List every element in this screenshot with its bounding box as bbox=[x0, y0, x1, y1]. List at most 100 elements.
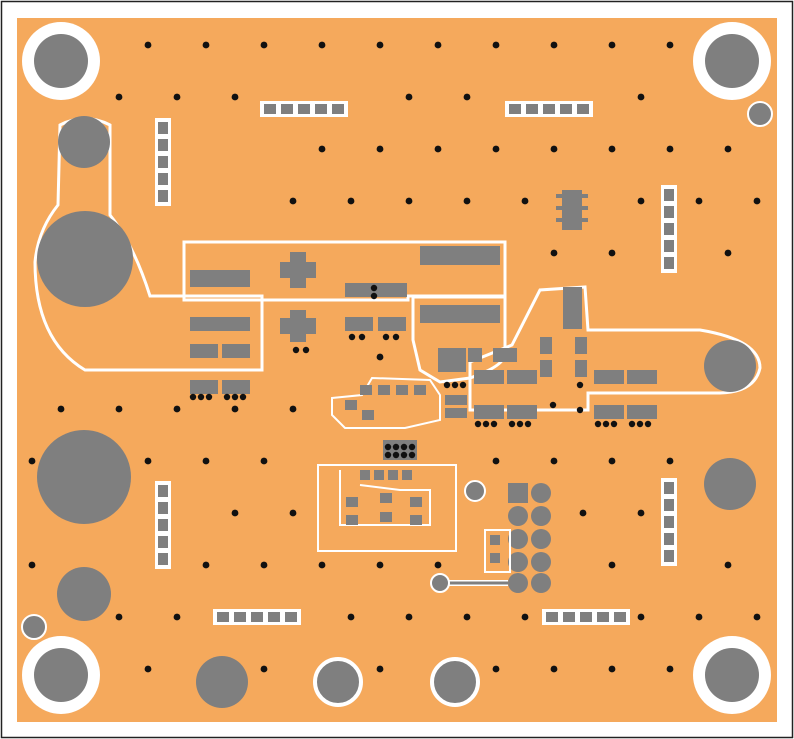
controller-pad-4 bbox=[414, 385, 426, 395]
output-power-island bbox=[468, 285, 762, 419]
header-pin bbox=[531, 506, 551, 526]
small-ic-body bbox=[562, 190, 582, 230]
via bbox=[289, 405, 297, 413]
array-pad bbox=[664, 206, 674, 218]
via bbox=[260, 665, 268, 673]
array-pad bbox=[664, 482, 674, 494]
via bbox=[115, 93, 123, 101]
via bbox=[205, 393, 213, 401]
input-power-island bbox=[33, 116, 264, 372]
array-pad bbox=[560, 104, 572, 114]
output-pad-10 bbox=[474, 405, 504, 419]
array-pad bbox=[158, 139, 168, 151]
array-pad bbox=[158, 190, 168, 202]
via bbox=[405, 93, 413, 101]
controller-area bbox=[331, 376, 467, 460]
via bbox=[637, 93, 645, 101]
via bbox=[384, 451, 392, 459]
via bbox=[636, 420, 644, 428]
via bbox=[28, 457, 36, 465]
via bbox=[666, 145, 674, 153]
via bbox=[753, 197, 761, 205]
small-ic-pin bbox=[582, 206, 588, 210]
mounting-hole-bottom-right-pad bbox=[705, 648, 759, 702]
via bbox=[260, 41, 268, 49]
via bbox=[197, 393, 205, 401]
via bbox=[292, 346, 300, 354]
array-pad bbox=[332, 104, 344, 114]
fb-pad-1 bbox=[360, 470, 370, 480]
cap-pad-1 bbox=[190, 317, 250, 331]
array-pad bbox=[315, 104, 327, 114]
array-pad bbox=[234, 612, 246, 622]
via bbox=[382, 333, 390, 341]
via bbox=[459, 381, 467, 389]
feedback-area bbox=[317, 464, 457, 552]
via bbox=[608, 457, 616, 465]
via bbox=[392, 451, 400, 459]
fb-pad-8 bbox=[346, 515, 358, 525]
cap-pad-3 bbox=[222, 344, 250, 358]
controller-pad-2 bbox=[378, 385, 390, 395]
via bbox=[608, 561, 616, 569]
array-pad bbox=[543, 104, 555, 114]
via bbox=[202, 561, 210, 569]
controller-pad-6 bbox=[362, 410, 374, 420]
array-pad bbox=[158, 553, 168, 565]
via bbox=[594, 420, 602, 428]
array-pad bbox=[509, 104, 521, 114]
array-pad bbox=[664, 257, 674, 269]
header-traces bbox=[484, 529, 511, 573]
via bbox=[231, 93, 239, 101]
input-terminal-pad-large bbox=[37, 211, 133, 307]
array-pad bbox=[264, 104, 276, 114]
header-pin bbox=[531, 573, 551, 593]
via bbox=[666, 665, 674, 673]
array-pad bbox=[664, 499, 674, 511]
via bbox=[144, 665, 152, 673]
via bbox=[549, 401, 557, 409]
via bbox=[384, 443, 392, 451]
via bbox=[405, 197, 413, 205]
array-pad bbox=[664, 223, 674, 235]
via bbox=[405, 613, 413, 621]
via bbox=[348, 333, 356, 341]
cap-pad-7 bbox=[378, 317, 406, 331]
output-pad-3 bbox=[540, 360, 552, 377]
via bbox=[434, 561, 442, 569]
output-pad-9 bbox=[627, 370, 657, 384]
ground-terminal-pad bbox=[37, 430, 131, 524]
via bbox=[260, 561, 268, 569]
via bbox=[724, 561, 732, 569]
via bbox=[144, 457, 152, 465]
via bbox=[602, 420, 610, 428]
via bbox=[289, 197, 297, 205]
terminal-pad-bottom-2 bbox=[313, 657, 363, 707]
output-pad-6 bbox=[474, 370, 504, 384]
via bbox=[173, 405, 181, 413]
mounting-hole-top-right-pad bbox=[705, 34, 759, 88]
via bbox=[521, 197, 529, 205]
via bbox=[239, 393, 247, 401]
inductor-pad-cross bbox=[280, 252, 316, 288]
via bbox=[260, 457, 268, 465]
fb-pad-6 bbox=[380, 493, 392, 503]
smd-arrays bbox=[155, 101, 677, 625]
via bbox=[724, 249, 732, 257]
via bbox=[579, 509, 587, 517]
via bbox=[400, 443, 408, 451]
fb-pad-9 bbox=[380, 512, 392, 522]
cap-pad-6 bbox=[345, 317, 373, 331]
via bbox=[576, 381, 584, 389]
controller-pad-7 bbox=[445, 395, 467, 405]
input-island-outline bbox=[33, 117, 264, 372]
array-pad bbox=[597, 612, 609, 622]
via bbox=[370, 292, 378, 300]
mounting-hole-top-left-pad bbox=[34, 34, 88, 88]
output-pad-vertical bbox=[563, 287, 582, 329]
switching-node-island bbox=[182, 240, 507, 302]
small-ic-pin bbox=[582, 218, 588, 222]
via bbox=[173, 93, 181, 101]
via bbox=[492, 457, 500, 465]
via bbox=[231, 393, 239, 401]
